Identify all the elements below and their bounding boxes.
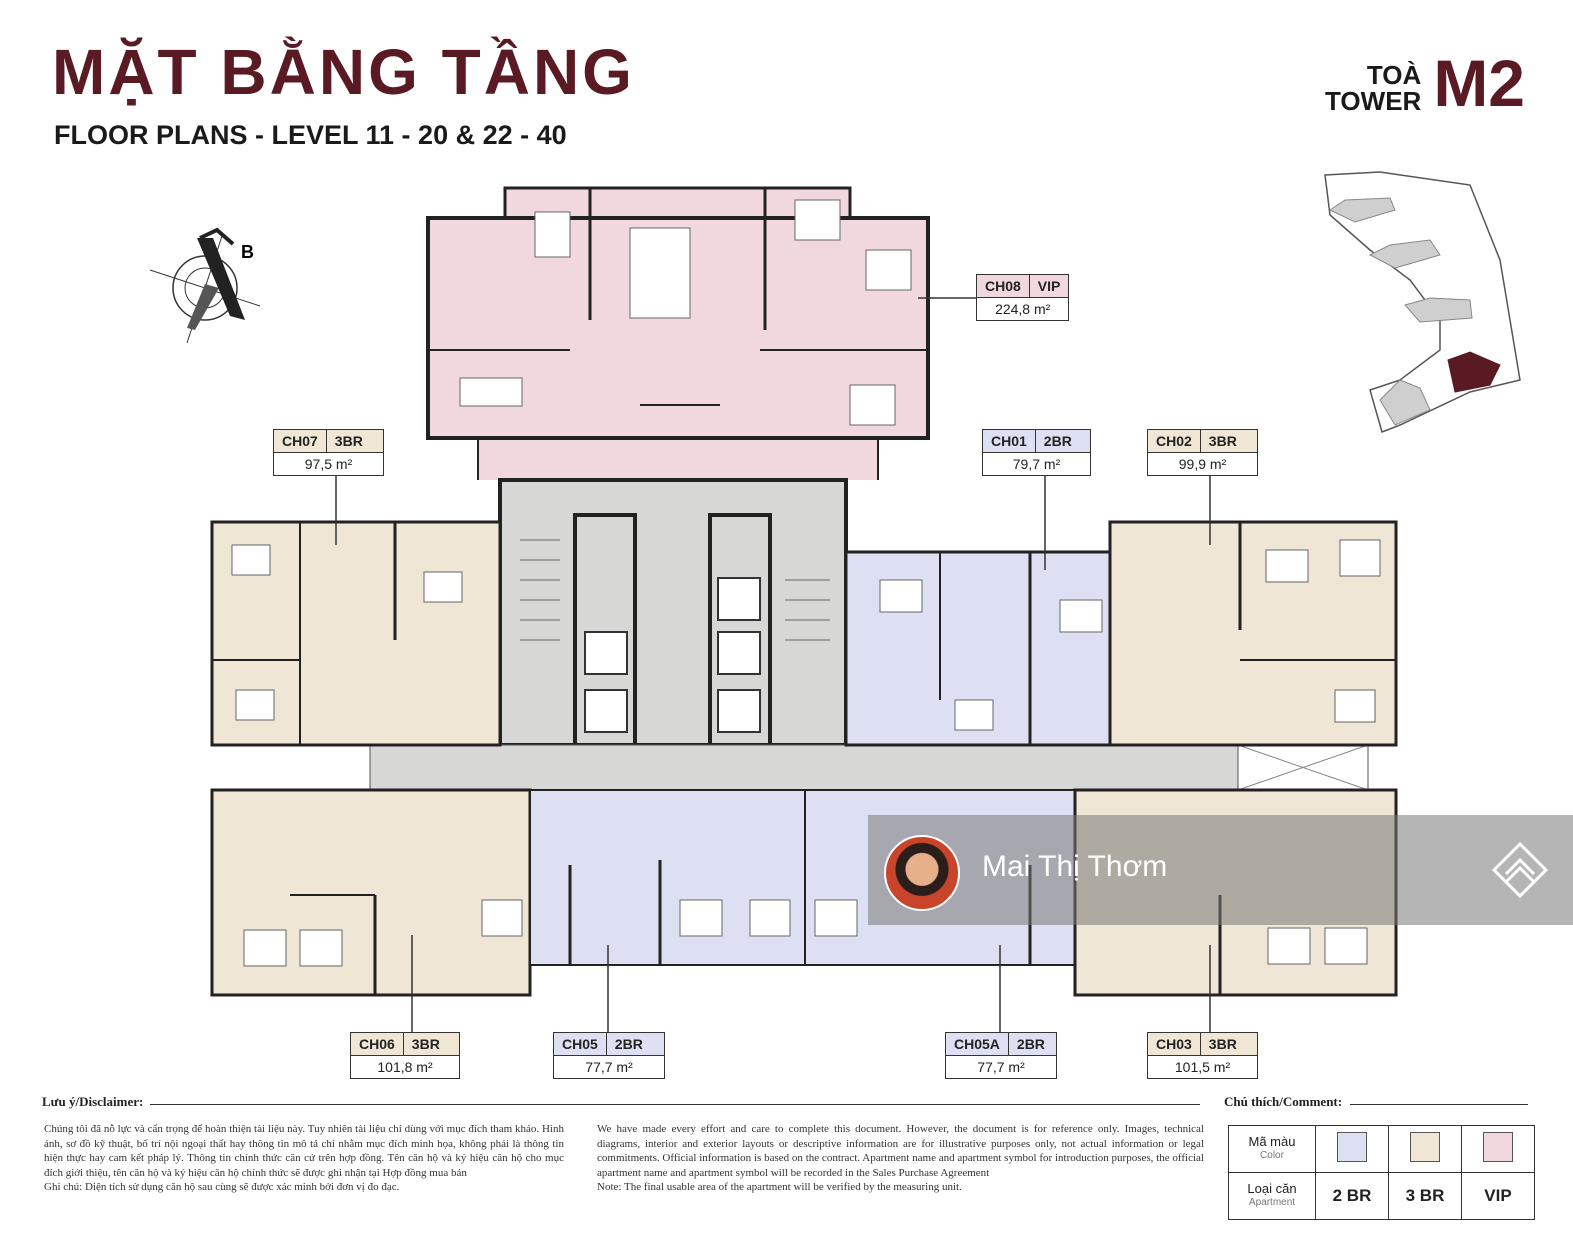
tower-label-vi: TOÀ [1366, 60, 1422, 90]
legend-type-2br: 2 BR [1315, 1172, 1389, 1220]
legend-heading: Chú thích/Comment: [1224, 1094, 1343, 1109]
unit-ch07-zone [210, 520, 502, 747]
disclaimer-en: We have made every effort and care to co… [597, 1123, 1204, 1193]
corridor [369, 744, 1239, 791]
unit-ch08-zone [426, 186, 930, 480]
legend-rule [1350, 1104, 1528, 1105]
unit-ch01-zone [844, 550, 1112, 747]
watermark-banner [868, 815, 1573, 925]
building-core [498, 478, 848, 747]
tower-code: M2 [1433, 46, 1525, 120]
watermark-avatar [884, 835, 960, 911]
compass-north-label: B [241, 242, 254, 262]
unit-ch02-zone [1108, 520, 1398, 747]
disclaimer-heading: Lưu ý/Disclaimer: [42, 1094, 144, 1109]
legend-type-header: Loại căn Apartment [1228, 1172, 1316, 1220]
page-title: MẶT BẰNG TẦNG [52, 36, 635, 108]
legend-type-3br: 3 BR [1388, 1172, 1462, 1220]
legend-swatch-3br [1410, 1131, 1440, 1162]
legend-type-vip: VIP [1461, 1172, 1535, 1220]
page-subtitle: FLOOR PLANS - LEVEL 11 - 20 & 22 - 40 [54, 120, 567, 150]
legend-color-header: Mã màu Color [1228, 1125, 1316, 1173]
tower-label-en: TOWER [1325, 86, 1422, 116]
disclaimer-rule [150, 1104, 1200, 1105]
legend-swatch-2br [1337, 1131, 1367, 1162]
disclaimer-vi: Chúng tôi đã nỗ lực và cẩn trọng để hoàn… [44, 1123, 564, 1193]
compass-icon: B [149, 227, 261, 344]
watermark-name: Mai Thị Thơm [982, 850, 1168, 883]
tower-badge: TOÀ TOWER M2 [1325, 50, 1525, 116]
label-leaders [335, 297, 1211, 1032]
watermark-logo-icon [1491, 841, 1549, 899]
legend-table: Mã màu Color Loại căn Apartment 2 BR 3 B… [1228, 1125, 1535, 1220]
unit-ch06-zone [210, 788, 532, 997]
unit-ch05-zone [529, 789, 806, 966]
site-key-plan [1324, 171, 1521, 433]
legend-swatch-vip [1483, 1131, 1513, 1162]
